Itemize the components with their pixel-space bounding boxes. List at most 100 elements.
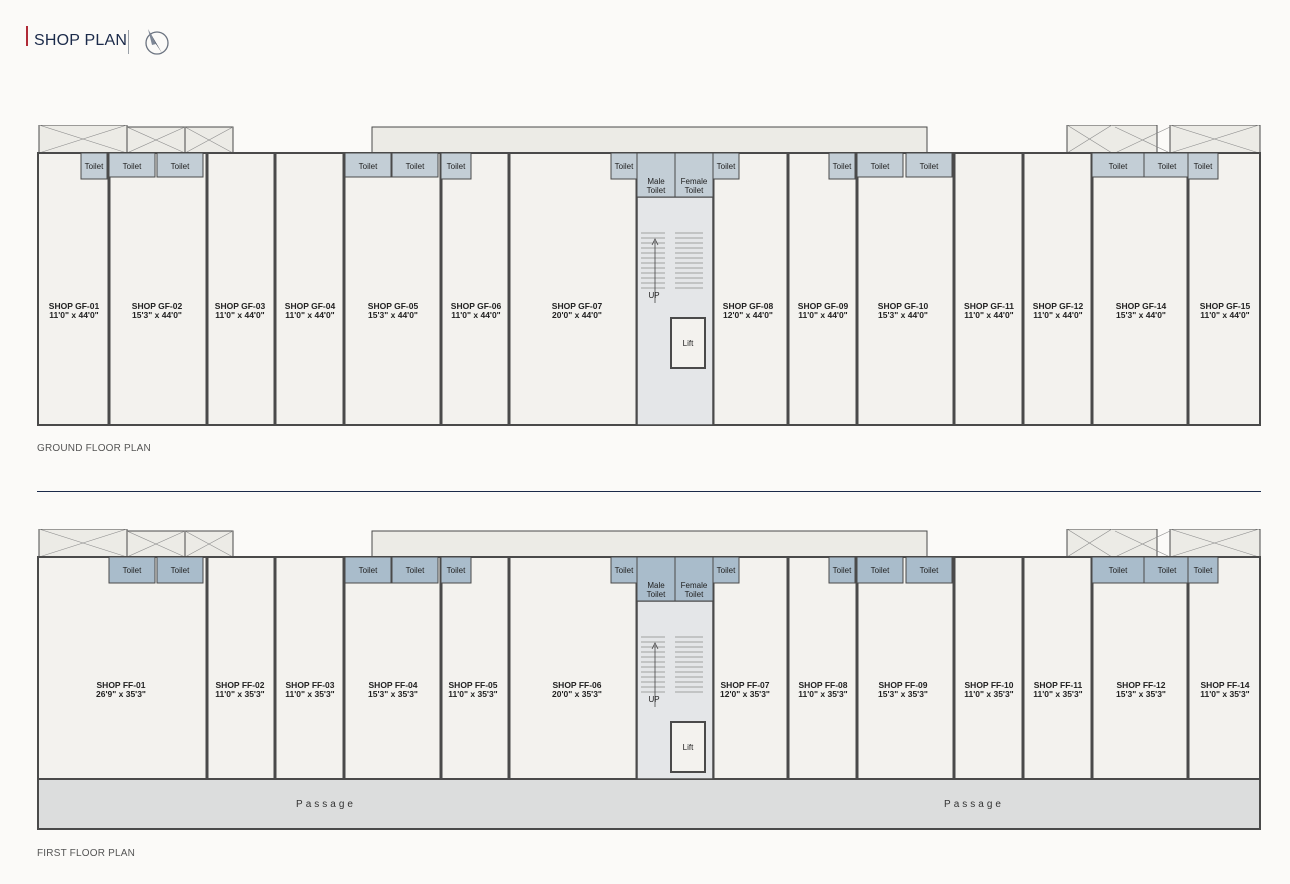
male-toilet-label: Male bbox=[647, 177, 665, 186]
ground-core-stair-lift: UP Lift bbox=[636, 196, 714, 426]
toilet: Toilet bbox=[610, 152, 638, 180]
toilet-label: Toilet bbox=[1158, 162, 1177, 171]
shop-name: SHOP GF-11 bbox=[964, 301, 1014, 311]
shop-size: 11'0" x 35'3" bbox=[1200, 689, 1249, 699]
shop-name: SHOP GF-15 bbox=[1200, 301, 1251, 311]
shop-size: 20'0" x 44'0" bbox=[552, 310, 602, 320]
shop-size: 11'0" x 44'0" bbox=[964, 310, 1013, 320]
shop-size: 11'0" x 44'0" bbox=[1033, 310, 1082, 320]
toilet: Toilet bbox=[344, 556, 392, 584]
toilet: Toilet bbox=[344, 152, 392, 178]
shop-size: 11'0" x 35'3" bbox=[798, 689, 847, 699]
shop-size: 11'0" x 35'3" bbox=[964, 689, 1013, 699]
shop-size: 15'3" x 44'0" bbox=[1116, 310, 1166, 320]
shop-size: 11'0" x 35'3" bbox=[215, 689, 264, 699]
shop-size: 12'0" x 44'0" bbox=[723, 310, 773, 320]
male-toilet-label: Male bbox=[647, 581, 665, 590]
toilet: Toilet bbox=[856, 152, 904, 178]
toilet: Toilet bbox=[1187, 556, 1219, 584]
toilet-label: Toilet bbox=[717, 162, 736, 171]
shop-size: 11'0" x 44'0" bbox=[1200, 310, 1249, 320]
shop-name: SHOP GF-03 bbox=[215, 301, 266, 311]
shop-size: 15'3" x 35'3" bbox=[368, 689, 418, 699]
toilet: Toilet bbox=[712, 152, 740, 180]
shop-name: SHOP GF-12 bbox=[1033, 301, 1084, 311]
stair-up-label: UP bbox=[648, 291, 659, 300]
first-top-projections bbox=[38, 529, 1261, 560]
toilet-label: Toilet bbox=[359, 162, 378, 171]
shop-size: 15'3" x 44'0" bbox=[878, 310, 928, 320]
toilet-label: Toilet bbox=[871, 162, 890, 171]
toilet: Toilet bbox=[1143, 556, 1191, 584]
shop-size: 11'0" x 44'0" bbox=[215, 310, 264, 320]
shop-name: SHOP GF-07 bbox=[552, 301, 603, 311]
toilet: Toilet bbox=[828, 152, 856, 180]
lift: Lift bbox=[670, 317, 706, 369]
toilet-label: Toilet bbox=[615, 566, 634, 575]
shop-name: SHOP GF-01 bbox=[49, 301, 100, 311]
shop-name: SHOP FF-08 bbox=[799, 680, 848, 690]
toilet-label: Toilet bbox=[406, 566, 425, 575]
lift-label: Lift bbox=[683, 339, 694, 348]
passage-label: Passage bbox=[944, 799, 1004, 810]
section-divider bbox=[37, 491, 1261, 492]
shop-size: 15'3" x 35'3" bbox=[878, 689, 928, 699]
toilet: Toilet bbox=[156, 556, 204, 584]
shop-size: 11'0" x 44'0" bbox=[285, 310, 334, 320]
ground-toilets: Toilet Toilet Toilet Toilet Toilet Toilet Toil… bbox=[80, 152, 1219, 180]
toilet-label: Toilet bbox=[833, 566, 852, 575]
lift: Lift bbox=[670, 721, 706, 773]
shop-name: SHOP GF-09 bbox=[798, 301, 849, 311]
shop-size: 11'0" x 35'3" bbox=[285, 689, 334, 699]
toilet: Toilet bbox=[391, 556, 439, 584]
toilet-label: Toilet bbox=[1158, 566, 1177, 575]
shop-name: SHOP FF-04 bbox=[369, 680, 418, 690]
toilet-label: Toilet bbox=[1194, 566, 1213, 575]
shop-size: 11'0" x 44'0" bbox=[49, 310, 98, 320]
toilet-label: Toilet bbox=[123, 566, 142, 575]
shop-name: SHOP FF-06 bbox=[553, 680, 602, 690]
toilet-label: Toilet bbox=[406, 162, 425, 171]
shop-name: SHOP GF-05 bbox=[368, 301, 419, 311]
toilet: Toilet bbox=[391, 152, 439, 178]
toilet-label: Toilet bbox=[1109, 566, 1128, 575]
compass-north-icon bbox=[145, 29, 169, 55]
toilet: Toilet bbox=[108, 556, 156, 584]
page-title: SHOP PLAN bbox=[34, 32, 128, 49]
shop-name: SHOP FF-05 bbox=[449, 680, 498, 690]
accent-bar bbox=[26, 26, 28, 46]
shop-name: SHOP FF-09 bbox=[879, 680, 928, 690]
toilet-label: Toilet bbox=[615, 162, 634, 171]
shop-size: 11'0" x 44'0" bbox=[798, 310, 847, 320]
toilet-label: Toilet bbox=[1109, 162, 1128, 171]
shop-size: 26'9" x 35'3" bbox=[96, 689, 146, 699]
toilet: Toilet bbox=[610, 556, 638, 584]
shop-name: SHOP GF-14 bbox=[1116, 301, 1167, 311]
toilet-label: Toilet bbox=[833, 162, 852, 171]
male-toilet-label: Toilet bbox=[647, 590, 666, 599]
female-toilet-label: Female bbox=[681, 177, 708, 186]
first-floor-caption: FIRST FLOOR PLAN bbox=[37, 848, 136, 859]
shop-name: SHOP FF-12 bbox=[1117, 680, 1166, 690]
toilet-label: Toilet bbox=[920, 566, 939, 575]
toilet: Toilet bbox=[1091, 152, 1145, 178]
shop-name: SHOP GF-08 bbox=[723, 301, 774, 311]
toilet: Toilet bbox=[440, 556, 472, 584]
shop-name: SHOP FF-07 bbox=[721, 680, 770, 690]
header-separator bbox=[128, 30, 129, 54]
